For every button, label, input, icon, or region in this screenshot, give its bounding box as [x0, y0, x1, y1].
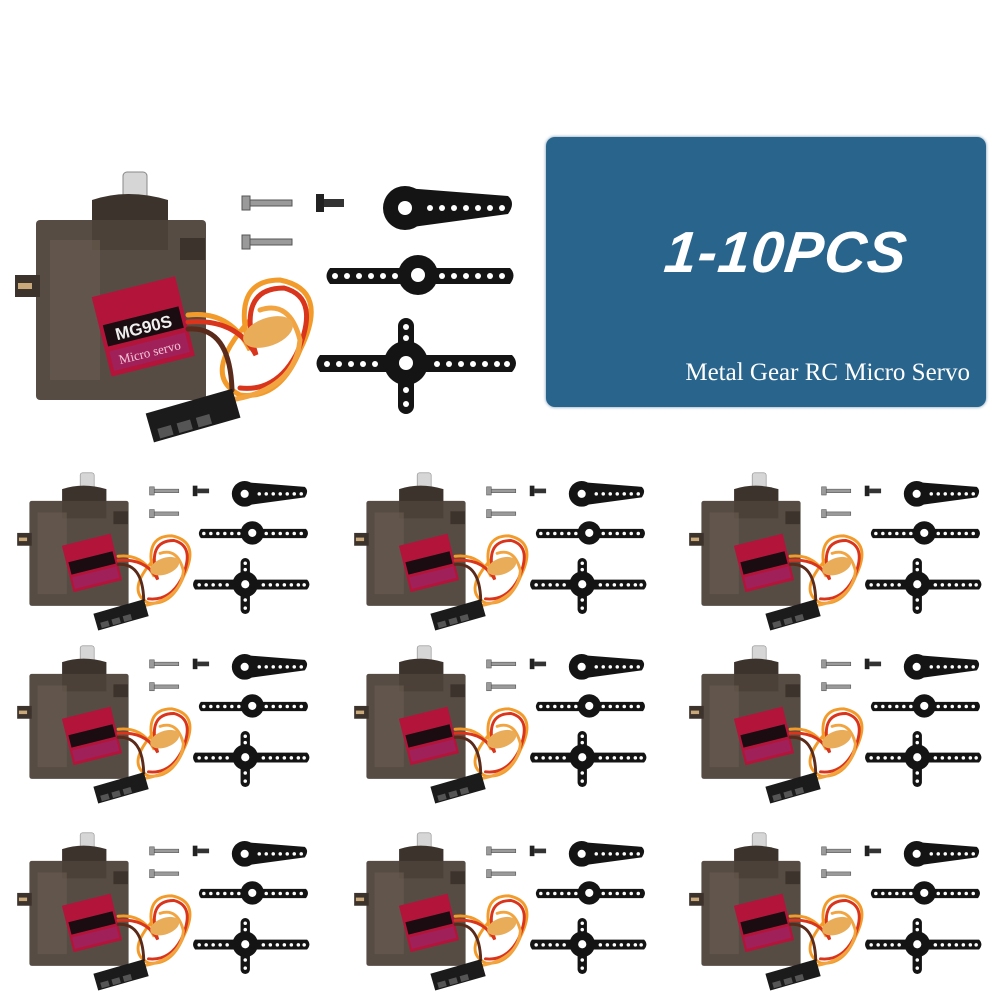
servo-kit-thumb: [345, 460, 655, 635]
servo-kit-thumb: [8, 633, 318, 808]
quantity-banner: 1-10PCS Metal Gear RC Micro Servo: [546, 137, 986, 407]
servo-kit-thumb: [680, 633, 990, 808]
servo-kit-thumb: [345, 820, 655, 995]
servo-kit-thumb: [345, 633, 655, 808]
quantity-text: 1-10PCS: [661, 220, 911, 285]
servo-kit-thumb: [8, 820, 318, 995]
servo-kit-thumb: [680, 820, 990, 995]
servo-kit-main: MG90S Micro servo: [0, 150, 530, 450]
servo-kit-thumb: [680, 460, 990, 635]
banner-subtitle: Metal Gear RC Micro Servo: [685, 359, 970, 386]
servo-kit-thumb: [8, 460, 318, 635]
